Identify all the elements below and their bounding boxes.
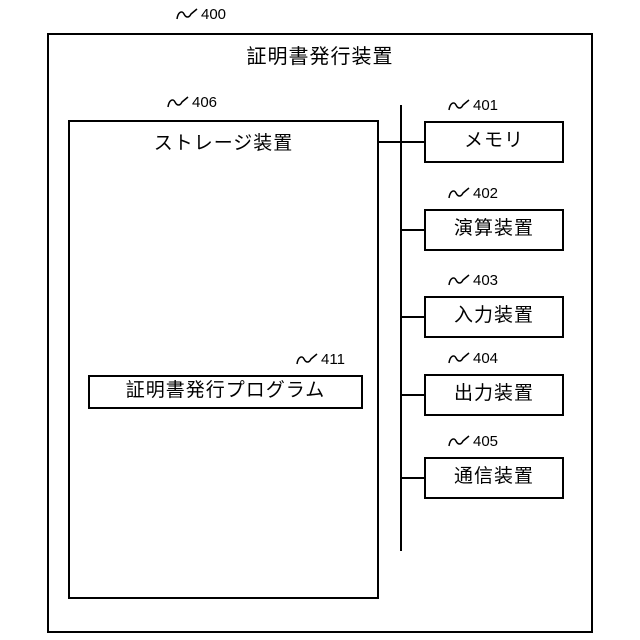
ref-label-411: 411 bbox=[296, 351, 345, 368]
ref-label-406: 406 bbox=[167, 94, 217, 111]
squiggle-lead-icon bbox=[296, 353, 318, 365]
program-box bbox=[88, 375, 363, 409]
storage-device-box bbox=[68, 120, 379, 599]
component-box-cpu bbox=[424, 209, 564, 251]
ref-number: 405 bbox=[473, 433, 499, 450]
squiggle-lead-icon bbox=[448, 435, 470, 447]
squiggle-lead-icon bbox=[167, 96, 189, 108]
component-box-input bbox=[424, 296, 564, 338]
component-label-comm: 通信装置 bbox=[453, 466, 534, 487]
ref-number: 403 bbox=[473, 272, 499, 289]
ref-number: 402 bbox=[473, 185, 499, 202]
ref-label-403: 403 bbox=[448, 272, 498, 289]
ref-label-400: 400 bbox=[176, 6, 226, 23]
component-label-output: 出力装置 bbox=[453, 383, 534, 404]
ref-label-405: 405 bbox=[448, 433, 498, 450]
ref-number: 404 bbox=[473, 350, 499, 367]
connector-storage-to-bus bbox=[379, 141, 424, 143]
storage-device-label: ストレージ装置 bbox=[153, 133, 294, 154]
connector-bus-to-comm bbox=[401, 477, 424, 479]
connector-bus-to-cpu bbox=[401, 229, 424, 231]
ref-label-402: 402 bbox=[448, 185, 498, 202]
component-box-output bbox=[424, 374, 564, 416]
ref-label-401: 401 bbox=[448, 97, 498, 114]
component-box-comm bbox=[424, 457, 564, 499]
ref-number: 401 bbox=[473, 97, 499, 114]
connector-bus-to-output bbox=[401, 394, 424, 396]
squiggle-lead-icon bbox=[448, 274, 470, 286]
ref-label-404: 404 bbox=[448, 350, 498, 367]
component-label-input: 入力装置 bbox=[453, 305, 534, 326]
squiggle-lead-icon bbox=[448, 99, 470, 111]
bus-line bbox=[400, 105, 402, 551]
component-label-cpu: 演算装置 bbox=[453, 218, 534, 239]
ref-number: 406 bbox=[192, 94, 218, 111]
squiggle-lead-icon bbox=[448, 187, 470, 199]
squiggle-lead-icon bbox=[176, 8, 198, 20]
program-label: 証明書発行プログラム bbox=[125, 380, 326, 401]
connector-bus-to-input bbox=[401, 316, 424, 318]
component-label-memory: メモリ bbox=[463, 130, 524, 151]
squiggle-lead-icon bbox=[448, 352, 470, 364]
ref-number: 411 bbox=[321, 351, 345, 368]
device-title: 証明書発行装置 bbox=[246, 46, 394, 68]
ref-number: 400 bbox=[201, 6, 227, 23]
component-box-memory bbox=[424, 121, 564, 163]
